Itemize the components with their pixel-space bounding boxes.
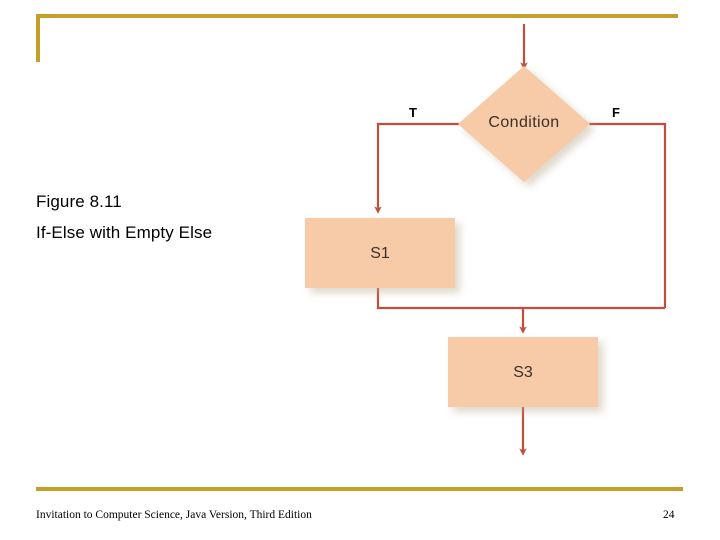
edge-s1-to-merge [376, 288, 665, 310]
gold-rule-bottom [36, 487, 683, 491]
flowchart-figure [290, 0, 720, 480]
gold-rule-top [36, 14, 678, 18]
node-condition-diamond [458, 66, 590, 182]
footer-page-number: 24 [663, 509, 675, 521]
edge-condition-to-merge [588, 122, 667, 308]
gold-rule-left [36, 14, 40, 62]
edge-condition-to-s1 [374, 122, 460, 214]
slide-title: Figure 8.11 If-Else with Empty Else [36, 186, 291, 248]
node-s1-box [305, 218, 455, 288]
footer-source: Invitation to Computer Science, Java Ver… [36, 509, 312, 521]
node-s3-box [448, 337, 598, 407]
slide-title-line-1: Figure 8.11 [36, 192, 122, 211]
slide-title-line-2: If-Else with Empty Else [36, 223, 213, 242]
